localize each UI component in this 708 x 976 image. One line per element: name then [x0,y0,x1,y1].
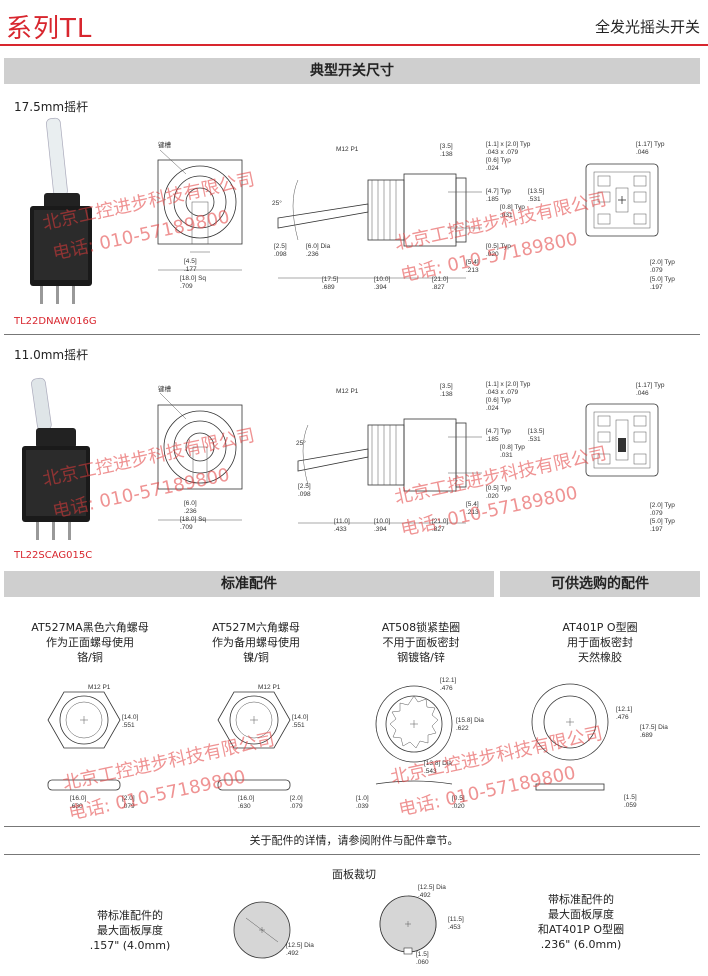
row2-dim-t2: [1.1] x [2.0] Typ.043 x .079 [486,381,531,396]
row1-front-view [157,149,243,271]
divider-3 [4,854,700,855]
acc4-label: AT401P O型圈用于面板密封天然橡胶 [562,621,638,664]
row1-label: 17.5mm摇杆 [14,100,89,114]
acc1-dim-t: [2.0].079 [122,795,135,810]
row2-dim-d: [10.0].394 [374,518,391,533]
row2-angle: 25° [296,440,306,447]
header-rule [0,44,708,46]
acc1-dim-h: [14.0].551 [122,714,139,729]
row1-dim-t8: [5.4].213 [466,259,479,274]
row1-dim-b: [6.0] Dia.236 [306,243,331,258]
row2-label: 11.0mm摇杆 [14,348,89,362]
acc1-thread: M12 P1 [88,684,111,691]
panel-right-label: 带标准配件的最大面板厚度和AT401P O型圈.236" (6.0mm) [537,893,625,951]
acc3-dim-top: [12.1].476 [440,677,457,692]
row1-dim-r2: [2.0] Typ.079 [650,259,675,274]
row1-dim-c: [17.5].689 [322,276,339,291]
panel-cutout-circle-1 [233,901,291,959]
row1-angle: 25° [272,200,282,207]
row1-dim-d2: [18.0] Sq.709 [180,275,207,290]
section-title-optional-accessories: 可供选购的配件 [500,571,700,597]
acc3-lock-washer [375,685,453,785]
product-photo-2 [22,377,90,540]
panel-cutout-circle-2 [379,895,437,955]
acc4-dim-t: [1.5].059 [624,794,637,809]
row2-dim-r2: [2.0] Typ.079 [650,502,675,517]
acc1-label: AT527MA黑色六角螺母作为正面螺母使用铬/铜 [31,621,149,664]
product-photo-1 [30,117,92,304]
row2-dim-t7: [0.5] Typ.020 [486,485,511,500]
panel-dim-c1: [12.5] Dia.492 [286,942,314,957]
acc2-thread: M12 P1 [258,684,281,691]
row2-part-code: TL22SCAG015C [14,550,93,561]
row2-dim-t5: [0.8] Typ.031 [500,444,525,459]
row1-thread: M12 P1 [336,146,359,153]
acc2-dim-w: [16.0].630 [238,795,255,810]
row2-dim-r1: [1.17] Typ.046 [636,382,665,397]
acc4-dim-id: [12.1].476 [616,706,633,721]
row1-dim-t5: [0.8] Typ.031 [500,204,525,219]
acc2-dim-t: [2.0].079 [290,795,303,810]
acc2-label: AT527M六角螺母作为备用螺母使用镍/铜 [212,621,300,664]
row2-dim-e: [21.0].827 [432,518,449,533]
acc3-dim-t2: [0.5].020 [452,795,465,810]
row2-front-view [157,392,243,521]
section-title-dimensions: 典型开关尺寸 [4,58,700,84]
acc4-dim-od: [17.5] Dia.689 [640,724,668,739]
acc4-o-ring [531,683,609,791]
row1-dim-a: [2.5].098 [274,243,287,258]
divider-2 [4,826,700,827]
row1-dim-t7: [0.5] Typ.020 [486,243,511,258]
acc3-label: AT508锁紧垫圈不用于面板密封钢镀铬/锌 [381,621,461,664]
row1-side-view [277,173,482,279]
panel-dim-c2: [12.5] Dia.492 [418,884,446,899]
row2-dim-t3: [0.6] Typ.024 [486,397,511,412]
acc2-hex-nut [217,691,291,791]
row1-part-code: TL22DNAW016G [14,316,97,327]
row2-dim-t4: [4.7] Typ.185 [486,428,511,443]
acc1-hex-nut [47,691,121,791]
panel-dim-c4: [1.5].060 [416,951,429,966]
row2-dim-c: [11.0].433 [334,518,350,533]
row2-dim-t6: [13.5].531 [528,428,545,443]
accessory-note: 关于配件的详情，请参阅附件与配件章节。 [249,834,459,847]
row2-keyway-label: 键槽 [158,386,171,393]
row1-dim-t6: [13.5].531 [528,188,545,203]
series-title: 系列TL [6,14,93,44]
row1-dim-r3: [5.0] Typ.197 [650,276,675,291]
row2-rear-view [585,403,659,477]
divider-1 [4,334,700,335]
acc3-dim-id: [13.8] Dia.543 [424,760,452,775]
acc1-dim-w: [16.0].630 [70,795,87,810]
row1-dim-t3: [0.6] Typ.024 [486,157,511,172]
acc3-dim-t: [1.0].039 [356,795,369,810]
row2-dim-a: [2.5].098 [298,483,311,498]
row1-dim-t1: [3.5].138 [440,143,453,158]
row1-rear-view [585,163,659,237]
row1-dim-r1: [1.17] Typ.046 [636,141,665,156]
acc2-dim-h: [14.0].551 [292,714,309,729]
row1-dim-e: [21.0].827 [432,276,449,291]
panel-cutout-title: 面板裁切 [332,868,376,881]
row2-dim-t8: [5.4].213 [466,501,479,516]
page-title: 全发光摇头开关 [594,18,700,36]
row1-dim-t4: [4.7] Typ.185 [486,188,511,203]
row1-dim-d: [10.0].394 [374,276,391,291]
panel-dim-c3: [11.5].453 [448,916,464,931]
row1-keyway-label: 键槽 [158,142,171,149]
row2-dim-d1: [6.0].236 [184,500,197,515]
row1-dim-d1: [4.5].177 [184,258,197,273]
panel-left-label: 带标准配件的最大面板厚度.157" (4.0mm) [89,909,171,952]
row1-dim-t2: [1.1] x [2.0] Typ.043 x .079 [486,141,531,156]
acc3-dim-od: [15.8] Dia.622 [456,717,484,732]
row2-thread: M12 P1 [336,388,359,395]
row2-dim-r3: [5.0] Typ.197 [650,518,675,533]
row2-dim-d2: [18.0] Sq.709 [180,516,207,531]
row2-dim-t1: [3.5].138 [440,383,453,398]
row2-side-view [297,418,482,524]
section-title-standard-accessories: 标准配件 [4,571,494,597]
